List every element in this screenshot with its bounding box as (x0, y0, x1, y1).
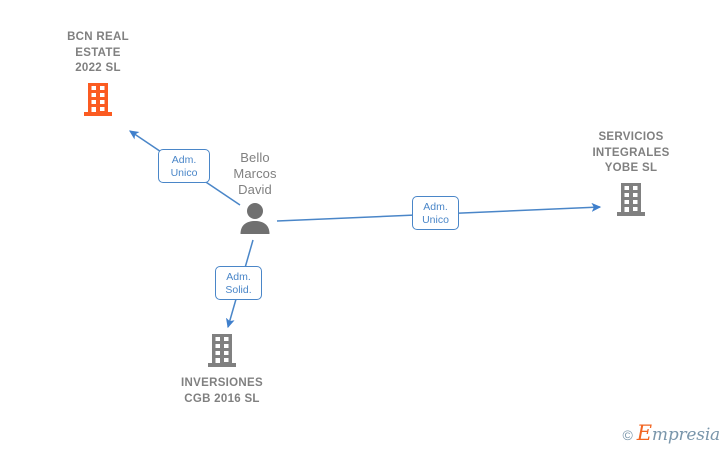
node-bcn-real-estate[interactable]: BCN REAL ESTATE 2022 SL (23, 30, 173, 117)
building-icon[interactable] (82, 82, 114, 117)
edge-chip-adm-solid-inversiones[interactable]: Adm. Solid. (215, 266, 262, 300)
brand-initial: E (636, 421, 652, 445)
node-label-bello-marcos-david: Bello Marcos David (233, 150, 277, 197)
brand-name: Empresia (637, 423, 720, 445)
node-bello-marcos-david[interactable]: Bello Marcos David (180, 150, 330, 234)
edge-chip-adm-unico-bcn[interactable]: Adm. Unico (158, 149, 210, 183)
node-label-servicios-integrales-yobe: SERVICIOS INTEGRALES YOBE SL (592, 131, 670, 174)
node-label-inversiones-cgb-2016: INVERSIONES CGB 2016 SL (181, 377, 263, 405)
building-icon[interactable] (615, 182, 647, 217)
copyright-icon: © (622, 426, 633, 443)
node-inversiones-cgb-2016[interactable]: INVERSIONES CGB 2016 SL (147, 334, 297, 407)
person-icon[interactable] (238, 202, 272, 234)
brand-rest: mpresia (651, 425, 720, 445)
edge-chip-adm-unico-yobe[interactable]: Adm. Unico (412, 196, 459, 230)
empresia-watermark: © Empresia (622, 423, 720, 445)
building-icon[interactable] (206, 334, 238, 368)
node-label-bcn-real-estate: BCN REAL ESTATE 2022 SL (67, 31, 129, 74)
node-servicios-integrales-yobe[interactable]: SERVICIOS INTEGRALES YOBE SL (556, 130, 706, 217)
